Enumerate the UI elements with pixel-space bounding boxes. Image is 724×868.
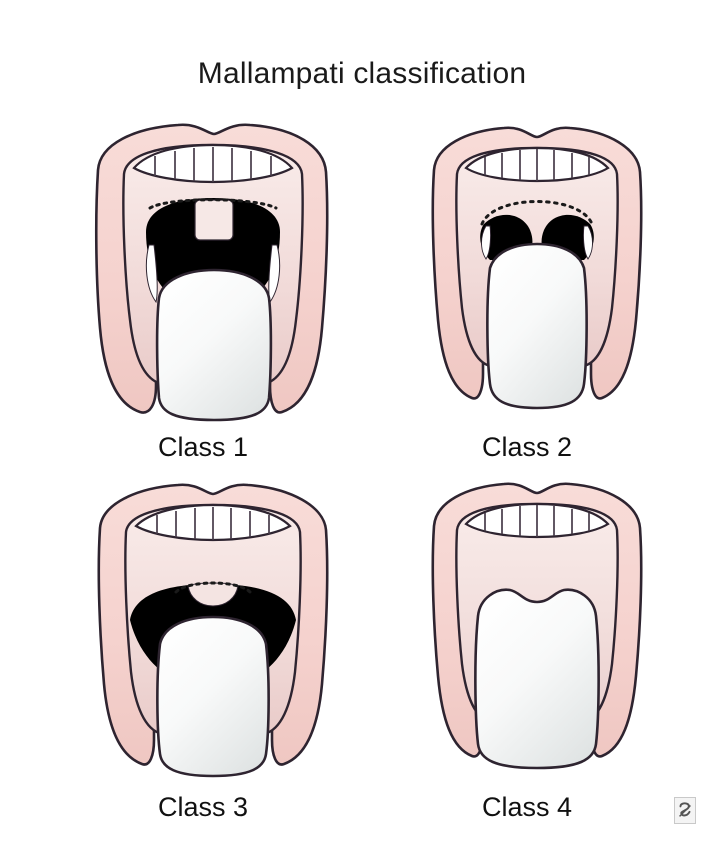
tongue-class-3 [156,615,270,778]
mouth-diagram-class-2 [362,112,692,430]
panel-class-3: Class 3 [38,474,368,834]
page-title: Mallampati classification [197,57,527,90]
teeth-dividers-class-2 [484,149,590,181]
panel-class-4: Class 4 [362,474,692,834]
corner-watermark-icon [674,797,696,824]
teeth-dividers-class-3 [156,507,270,540]
tongue-class-1 [155,268,273,422]
panel-class-2: Class 2 [362,112,692,472]
uvula-class-1 [194,199,234,241]
panel-label-class-2: Class 2 [481,432,573,462]
soft-palate-dotted-arc-class-3 [174,581,252,594]
tonsillar-pillar-left-class-1 [145,244,158,304]
mouth-diagram-class-4 [362,474,692,792]
tonsillar-pillar-right-class-2 [583,225,593,260]
soft-palate-dotted-arc-class-1 [148,198,278,210]
teeth-dividers-class-1 [154,147,272,182]
mouth-diagram-class-3 [38,474,368,792]
panel-label-class-3: Class 3 [157,792,249,822]
classification-panel-grid: Class 1 [0,112,724,832]
soft-palate-dotted-arc-class-2 [480,200,594,226]
mouth-diagram-class-1 [38,112,368,430]
panel-label-class-4: Class 4 [481,792,573,822]
teeth-dividers-class-4 [484,505,590,537]
tonsillar-pillar-left-class-2 [481,225,491,260]
panel-label-class-1: Class 1 [157,432,249,462]
tongue-class-4 [474,588,600,770]
panel-class-1: Class 1 [38,112,368,472]
tongue-class-2 [486,242,588,410]
